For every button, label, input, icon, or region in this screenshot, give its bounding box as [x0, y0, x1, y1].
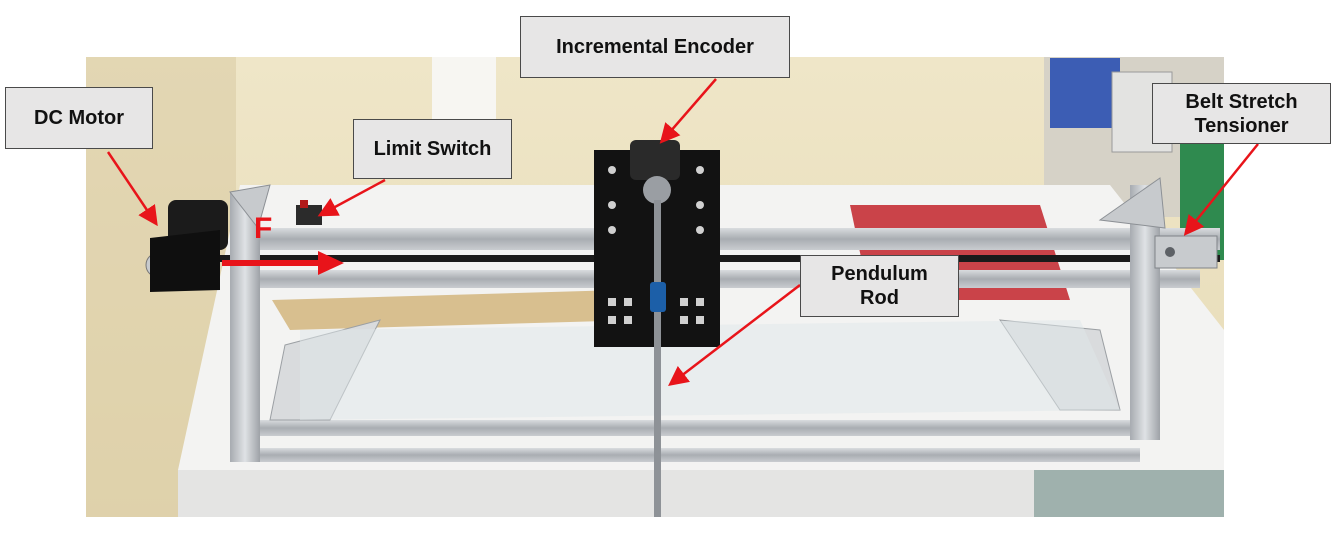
label-belt-tensioner-text: Belt Stretch Tensioner: [1185, 90, 1298, 137]
aluminium-frame: [160, 177, 1220, 462]
label-pendulum-rod: Pendulum Rod: [800, 255, 959, 317]
label-limit-switch: Limit Switch: [353, 119, 512, 179]
label-dc-motor-text: DC Motor: [34, 107, 124, 129]
annotation-arrows: [106, 78, 1259, 387]
pendulum-rod: [650, 200, 666, 517]
label-incremental-encoder: Incremental Encoder: [520, 16, 790, 78]
label-belt-tensioner: Belt Stretch Tensioner: [1152, 83, 1331, 144]
arrow-pendulum-rod: [668, 284, 801, 387]
arrow-limit-switch: [317, 178, 386, 217]
arrow-dc-motor: [106, 151, 158, 227]
force-arrow: [222, 251, 344, 275]
limit-switch: [296, 200, 322, 225]
label-incremental-encoder-text: Incremental Encoder: [556, 36, 754, 58]
label-limit-switch-text: Limit Switch: [373, 138, 492, 160]
label-pendulum-rod-text: Pendulum Rod: [831, 263, 928, 309]
force-label: F: [254, 212, 273, 245]
dc-motor: [145, 200, 228, 292]
arrow-belt-tensioner: [1183, 143, 1259, 236]
label-dc-motor: DC Motor: [5, 87, 153, 149]
arrow-incremental-encoder: [659, 78, 717, 144]
